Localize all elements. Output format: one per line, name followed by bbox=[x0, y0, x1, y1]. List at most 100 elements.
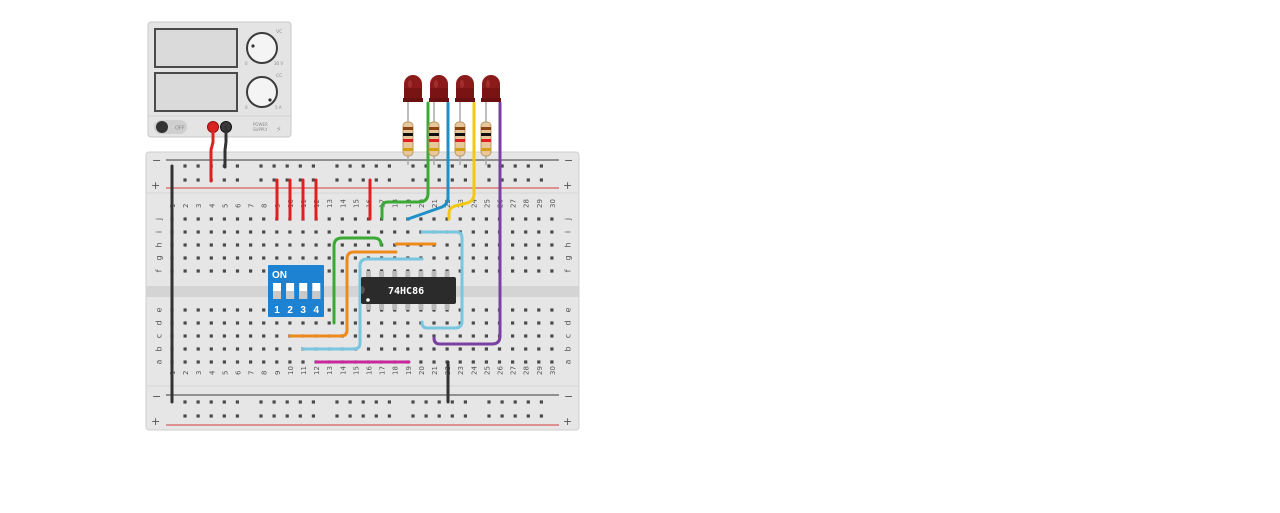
led[interactable] bbox=[404, 75, 422, 88]
breadboard-hole[interactable] bbox=[537, 360, 541, 364]
breadboard-hole[interactable] bbox=[327, 308, 331, 312]
rail-hole[interactable] bbox=[487, 178, 491, 182]
rail-hole[interactable] bbox=[500, 414, 504, 418]
rail-hole[interactable] bbox=[311, 414, 315, 418]
breadboard-hole[interactable] bbox=[314, 321, 318, 325]
breadboard-hole[interactable] bbox=[484, 256, 488, 260]
breadboard-hole[interactable] bbox=[484, 321, 488, 325]
breadboard-hole[interactable] bbox=[183, 347, 187, 351]
breadboard-hole[interactable] bbox=[511, 243, 515, 247]
breadboard-hole[interactable] bbox=[209, 334, 213, 338]
breadboard-hole[interactable] bbox=[366, 230, 371, 234]
breadboard-hole[interactable] bbox=[511, 334, 515, 338]
breadboard-hole[interactable] bbox=[262, 269, 266, 273]
breadboard-hole[interactable] bbox=[511, 256, 515, 260]
breadboard-hole[interactable] bbox=[301, 321, 305, 325]
breadboard-hole[interactable] bbox=[484, 269, 488, 273]
breadboard-hole[interactable] bbox=[524, 321, 528, 325]
breadboard-hole[interactable] bbox=[458, 256, 462, 260]
breadboard-hole[interactable] bbox=[275, 321, 279, 325]
breadboard-hole[interactable] bbox=[458, 243, 462, 247]
breadboard-hole[interactable] bbox=[484, 308, 488, 312]
breadboard-hole[interactable] bbox=[235, 334, 240, 338]
rail-hole[interactable] bbox=[235, 164, 239, 168]
breadboard-hole[interactable] bbox=[366, 321, 371, 325]
rail-hole[interactable] bbox=[298, 400, 302, 404]
breadboard-hole[interactable] bbox=[340, 243, 344, 247]
rail-hole[interactable] bbox=[500, 400, 504, 404]
rail-hole[interactable] bbox=[235, 400, 239, 404]
breadboard-hole[interactable] bbox=[196, 243, 200, 247]
breadboard-hole[interactable] bbox=[353, 256, 357, 260]
breadboard-hole[interactable] bbox=[511, 269, 515, 273]
rail-hole[interactable] bbox=[463, 400, 467, 404]
psu-positive-lead[interactable] bbox=[209, 125, 215, 183]
breadboard-hole[interactable] bbox=[353, 269, 357, 273]
breadboard-hole[interactable] bbox=[432, 347, 436, 351]
breadboard-hole[interactable] bbox=[196, 308, 200, 312]
breadboard-hole[interactable] bbox=[196, 347, 200, 351]
voltage-knob[interactable] bbox=[246, 32, 278, 64]
rail-hole[interactable] bbox=[348, 400, 352, 404]
breadboard-hole[interactable] bbox=[183, 243, 187, 247]
breadboard-hole[interactable] bbox=[550, 347, 554, 351]
rail-hole[interactable] bbox=[513, 400, 517, 404]
breadboard-hole[interactable] bbox=[353, 308, 357, 312]
breadboard-hole[interactable] bbox=[183, 308, 187, 312]
rail-hole[interactable] bbox=[437, 178, 441, 182]
breadboard-hole[interactable] bbox=[222, 321, 226, 325]
rail-hole[interactable] bbox=[487, 164, 491, 168]
breadboard-hole[interactable] bbox=[484, 230, 488, 234]
breadboard-hole[interactable] bbox=[537, 243, 541, 247]
breadboard-hole[interactable] bbox=[301, 230, 305, 234]
rail-hole[interactable] bbox=[335, 400, 339, 404]
rail-hole[interactable] bbox=[374, 178, 378, 182]
breadboard-hole[interactable] bbox=[196, 256, 200, 260]
breadboard-hole[interactable] bbox=[249, 347, 253, 351]
breadboard-hole[interactable] bbox=[537, 321, 541, 325]
breadboard-hole[interactable] bbox=[432, 334, 436, 338]
rail-hole[interactable] bbox=[311, 178, 315, 182]
breadboard-hole[interactable] bbox=[209, 360, 213, 364]
breadboard-hole[interactable] bbox=[524, 256, 528, 260]
breadboard-hole[interactable] bbox=[209, 217, 213, 221]
breadboard-hole[interactable] bbox=[524, 230, 528, 234]
breadboard-hole[interactable] bbox=[222, 256, 226, 260]
rail-hole[interactable] bbox=[272, 164, 276, 168]
rail-hole[interactable] bbox=[374, 164, 378, 168]
breadboard-hole[interactable] bbox=[340, 269, 344, 273]
breadboard-hole[interactable] bbox=[353, 217, 357, 221]
breadboard-hole[interactable] bbox=[288, 321, 292, 325]
breadboard-hole[interactable] bbox=[196, 230, 200, 234]
breadboard-hole[interactable] bbox=[406, 334, 410, 338]
breadboard-hole[interactable] bbox=[235, 217, 240, 221]
breadboard-hole[interactable] bbox=[524, 347, 528, 351]
breadboard-hole[interactable] bbox=[209, 308, 213, 312]
blue-led-wire[interactable] bbox=[406, 101, 450, 221]
breadboard-hole[interactable] bbox=[275, 256, 279, 260]
breadboard-hole[interactable] bbox=[327, 243, 331, 247]
lightblue-dip-wire[interactable] bbox=[301, 257, 424, 351]
breadboard-hole[interactable] bbox=[196, 334, 200, 338]
breadboard-hole[interactable] bbox=[327, 321, 331, 325]
breadboard-hole[interactable] bbox=[209, 243, 213, 247]
breadboard-hole[interactable] bbox=[550, 256, 554, 260]
rail-hole[interactable] bbox=[335, 164, 339, 168]
breadboard-hole[interactable] bbox=[275, 230, 279, 234]
breadboard-hole[interactable] bbox=[484, 243, 488, 247]
dip-toggle-knob[interactable] bbox=[273, 291, 281, 299]
breadboard-hole[interactable] bbox=[209, 256, 213, 260]
breadboard-hole[interactable] bbox=[550, 360, 554, 364]
purple-led-wire[interactable] bbox=[432, 101, 502, 346]
breadboard-hole[interactable] bbox=[406, 347, 410, 351]
breadboard-hole[interactable] bbox=[445, 243, 449, 247]
breadboard-hole[interactable] bbox=[550, 243, 554, 247]
breadboard-hole[interactable] bbox=[275, 347, 279, 351]
rail-hole[interactable] bbox=[196, 414, 200, 418]
breadboard-hole[interactable] bbox=[432, 321, 436, 325]
breadboard-hole[interactable] bbox=[353, 334, 357, 338]
breadboard-hole[interactable] bbox=[288, 360, 292, 364]
breadboard-hole[interactable] bbox=[445, 256, 449, 260]
breadboard-hole[interactable] bbox=[537, 347, 541, 351]
